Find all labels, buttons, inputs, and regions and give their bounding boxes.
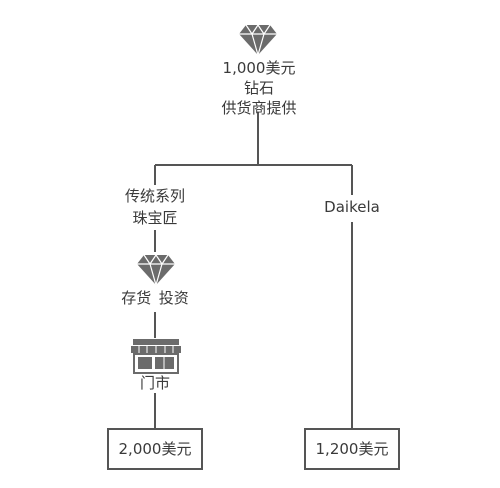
stock-label: 存货	[121, 289, 152, 307]
stock-invest-label: 存货 投资	[121, 288, 189, 309]
right-branch-title: Daikela	[324, 198, 380, 216]
top-role: 供货商提供	[221, 99, 297, 117]
left-price: 2,000美元	[118, 440, 192, 458]
left-branch-title-line2: 珠宝匠	[132, 209, 178, 227]
top-amount: 1,000美元	[222, 59, 296, 77]
invest-label: 投资	[158, 289, 189, 307]
storefront-icon	[131, 339, 181, 374]
right-price: 1,200美元	[315, 440, 389, 458]
left-branch-title-line1: 传统系列	[124, 187, 186, 205]
store-label: 门市	[139, 374, 171, 392]
top-item: 钻石	[243, 79, 275, 97]
right-price-box: 1,200美元	[304, 428, 400, 470]
diamond-icon	[137, 254, 175, 286]
left-price-box: 2,000美元	[107, 428, 203, 470]
diamond-icon	[239, 24, 277, 56]
